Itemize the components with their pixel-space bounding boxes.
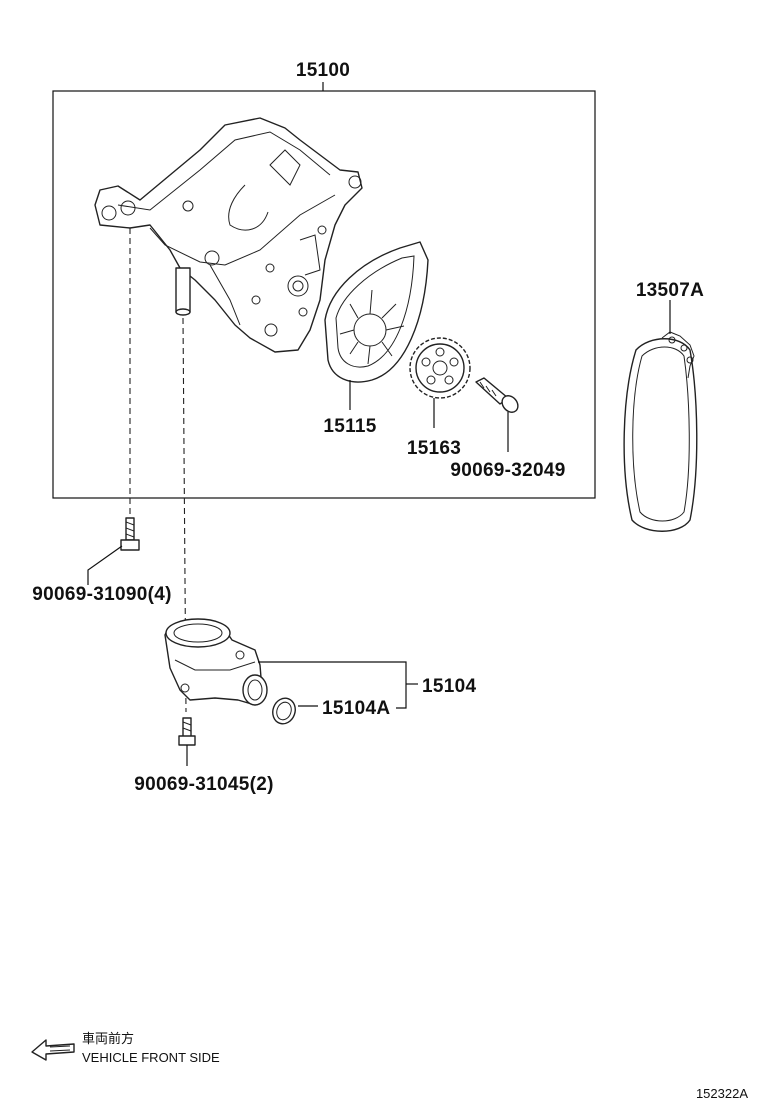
timing-chain[interactable]: [623, 331, 698, 532]
o-ring[interactable]: [269, 695, 299, 727]
leader-90069-31090: [87, 545, 123, 585]
strainer-bolt[interactable]: [178, 717, 196, 746]
alignment-line-strainer: [182, 317, 187, 713]
label-15100: 15100: [296, 60, 350, 81]
label-15104A: 15104A: [322, 698, 390, 719]
front-arrow-icon: [31, 1039, 75, 1061]
label-15163: 15163: [407, 438, 461, 459]
label-13507A: 13507A: [636, 280, 704, 301]
mount-bolt[interactable]: [120, 517, 140, 551]
timing-cover-plate[interactable]: [324, 241, 429, 383]
label-90069-31045: 90069-31045(2): [134, 774, 273, 795]
label-15104: 15104: [422, 676, 476, 697]
sprocket-bolt[interactable]: [475, 377, 521, 415]
front-note-japanese: 車両前方: [82, 1031, 134, 1046]
oil-pump-assembly[interactable]: [94, 117, 363, 353]
leader-15104-bracket: [396, 684, 407, 709]
assembly-frame: [52, 90, 596, 499]
label-90069-31090: 90069-31090(4): [32, 584, 171, 605]
sprocket[interactable]: [409, 337, 471, 399]
label-90069-32049: 90069-32049: [450, 460, 565, 481]
front-note-english: VEHICLE FRONT SIDE: [82, 1050, 220, 1065]
figure-code: 152322A: [696, 1086, 748, 1101]
leader-15104: [258, 661, 407, 684]
label-15115: 15115: [323, 416, 376, 437]
oil-strainer[interactable]: [164, 618, 268, 706]
